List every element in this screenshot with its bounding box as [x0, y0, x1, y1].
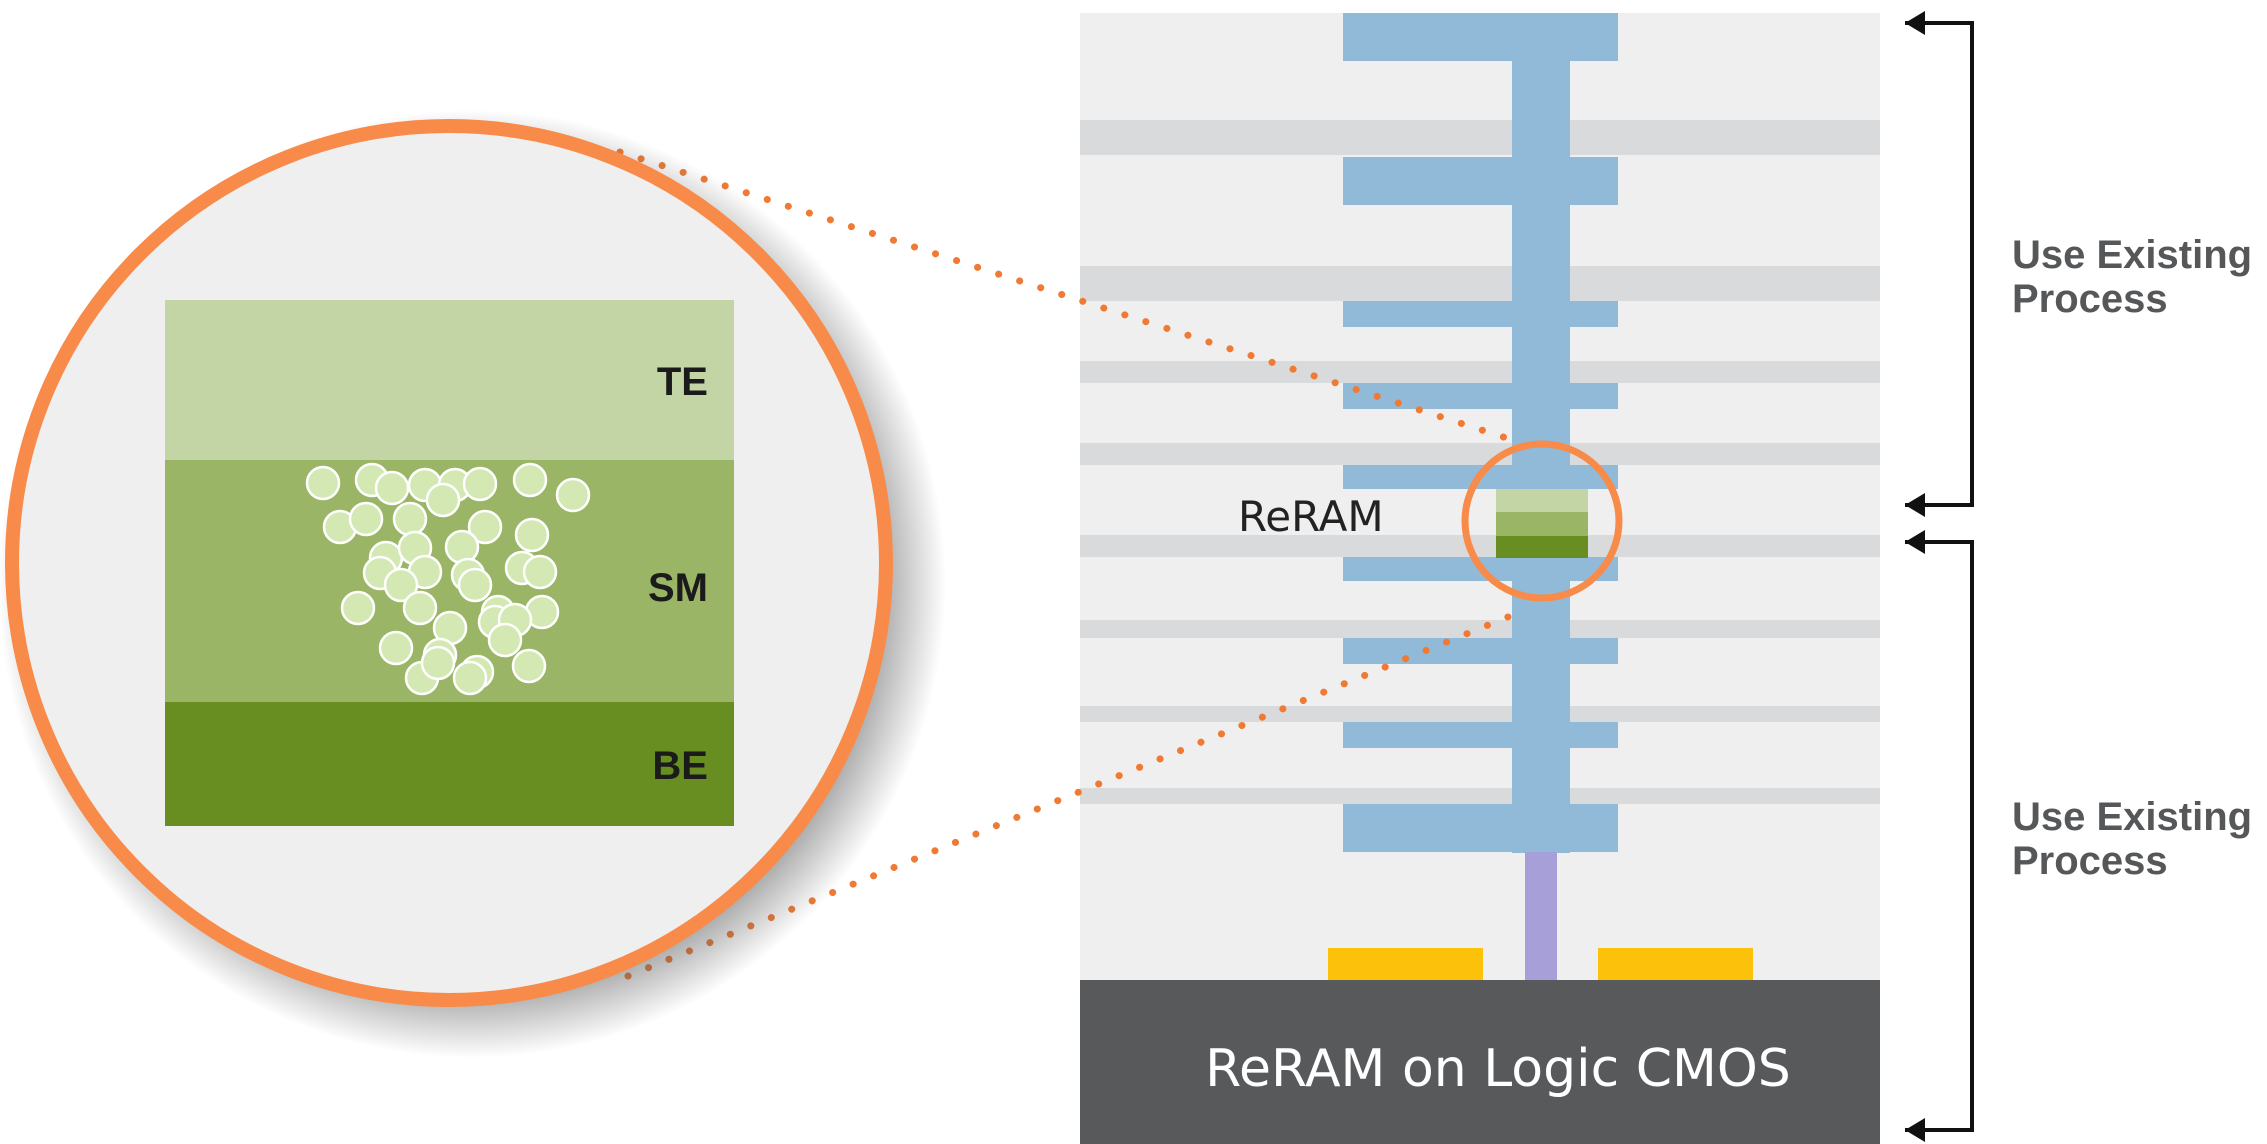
- highlight-ring: [1461, 440, 1623, 602]
- particle: [425, 482, 461, 518]
- zoom-line-lower: [624, 606, 1529, 980]
- particle: [555, 477, 591, 513]
- particle: [378, 630, 414, 666]
- arrow-icon: [1905, 11, 1925, 35]
- te-label: TE: [657, 360, 708, 404]
- particle: [452, 660, 488, 696]
- particle: [444, 529, 480, 565]
- interconnect-stack: ReRAM on Logic CMOS ReRAM: [1080, 13, 1880, 1144]
- lower-bracket: [1905, 540, 1974, 1132]
- be-layer: [165, 702, 734, 826]
- particle: [522, 554, 558, 590]
- particle: [392, 501, 428, 537]
- metal-line: [1343, 157, 1618, 205]
- metal-line: [1343, 722, 1618, 748]
- contact: [1525, 852, 1557, 980]
- dielectric-band: [1080, 120, 1880, 155]
- metal-line: [1343, 13, 1618, 61]
- reram-sm: [1496, 512, 1588, 536]
- particle: [487, 622, 523, 658]
- metal-line: [1343, 804, 1618, 852]
- arrow-icon: [1905, 530, 1925, 554]
- particle: [383, 567, 419, 603]
- particle: [340, 590, 376, 626]
- sm-label: SM: [648, 566, 708, 610]
- metal-line: [1343, 383, 1618, 409]
- te-layer: [165, 300, 734, 460]
- particle: [512, 462, 548, 498]
- dielectric-band: [1080, 706, 1880, 722]
- particle: [374, 470, 410, 506]
- particle: [514, 517, 550, 553]
- via-column: [1512, 13, 1570, 853]
- particle: [457, 567, 493, 603]
- particle: [305, 465, 341, 501]
- particle: [511, 648, 547, 684]
- metal-line: [1343, 301, 1618, 327]
- cmos-substrate: [1080, 980, 1880, 1144]
- particle: [402, 590, 438, 626]
- particle: [467, 509, 503, 545]
- arrow-icon: [1905, 1118, 1925, 1142]
- reram-te: [1496, 489, 1588, 512]
- lower-process-line2: Process: [2012, 839, 2168, 883]
- upper-process-line2: Process: [2012, 277, 2168, 321]
- dielectric-band: [1080, 361, 1880, 383]
- dielectric-band: [1080, 266, 1880, 301]
- upper-process-line1: Use Existing: [2012, 233, 2252, 277]
- particle: [462, 466, 498, 502]
- gate-left: [1328, 948, 1483, 981]
- zoom-magnifier: TE SM BE: [0, 110, 946, 1058]
- dielectric-band: [1080, 788, 1880, 804]
- process-brackets: Use Existing Process Use Existing Proces…: [1905, 11, 2252, 1142]
- dielectric-band: [1080, 620, 1880, 638]
- reram-cell-label: ReRAM: [1238, 492, 1384, 541]
- dielectric-band: [1080, 535, 1880, 557]
- arrow-icon: [1905, 493, 1925, 517]
- upper-bracket: [1905, 21, 1974, 507]
- be-label: BE: [652, 744, 708, 788]
- lower-process-line1: Use Existing: [2012, 795, 2252, 839]
- zoom-connector-lines: [616, 148, 1529, 980]
- metal-line: [1343, 638, 1618, 664]
- oxygen-vacancy-particles: [305, 462, 591, 696]
- gate-right: [1598, 948, 1753, 981]
- reram-be: [1496, 536, 1588, 558]
- dielectric-band: [1080, 443, 1880, 465]
- particle: [420, 645, 456, 681]
- particle: [348, 501, 384, 537]
- zoom-line-upper: [616, 148, 1526, 447]
- base-label: ReRAM on Logic CMOS: [1205, 1039, 1791, 1099]
